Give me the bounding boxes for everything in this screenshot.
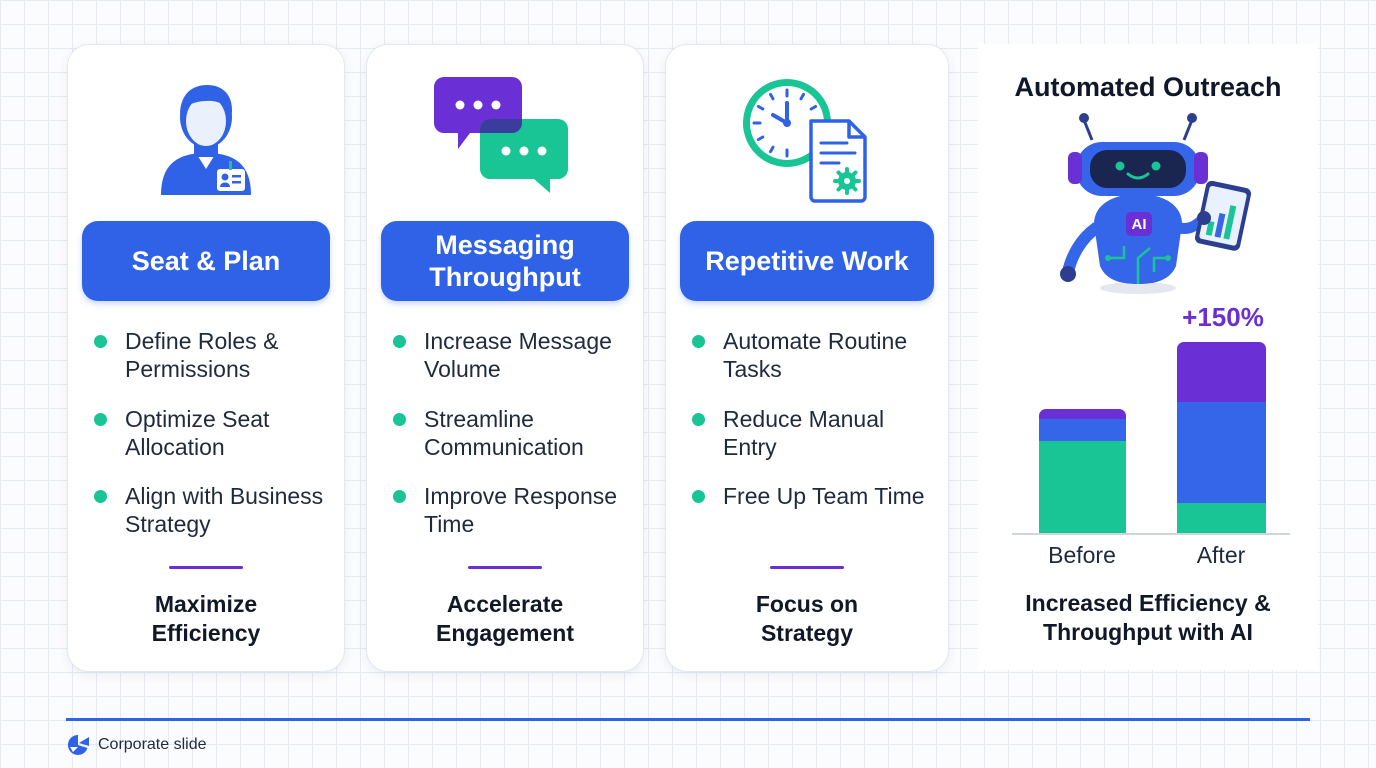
bullet-dot xyxy=(393,412,406,426)
bullet-text: Optimize Seat Allocation xyxy=(125,405,270,460)
bullet-text: Align with Business Strategy xyxy=(125,483,324,537)
list-item: Define Roles & Permissions xyxy=(94,327,334,405)
bullet-dot xyxy=(692,335,705,348)
user-badge-icon xyxy=(68,73,344,203)
bullet-list: Increase Message Volume Streamline Commu… xyxy=(393,327,633,560)
chart-baseline xyxy=(1012,533,1290,535)
bullet-list: Define Roles & Permissions Optimize Seat… xyxy=(94,327,334,560)
card-title: Repetitive Work xyxy=(680,221,934,301)
card-seat-plan: Seat & Plan Define Roles & Permissions O… xyxy=(67,44,345,672)
list-item: Optimize Seat Allocation xyxy=(94,405,334,483)
card-footer: Accelerate Engagement xyxy=(435,591,575,646)
ai-robot-icon: AI xyxy=(1038,108,1258,303)
bullet-text: Reduce Manual Entry xyxy=(723,405,885,460)
bullet-text: Define Roles & Permissions xyxy=(125,328,279,382)
robot-badge-label: AI xyxy=(1132,216,1147,233)
panel-title: Automated Outreach xyxy=(1014,72,1282,102)
card-title: Seat & Plan xyxy=(82,221,330,301)
list-item: Free Up Team Time xyxy=(692,482,938,560)
chat-bubbles-icon xyxy=(367,73,643,203)
bullet-dot xyxy=(94,412,107,426)
bullet-dot xyxy=(393,335,406,348)
growth-annotation: +150% xyxy=(1182,302,1264,332)
bullet-text: Improve Response Time xyxy=(424,483,618,537)
card-messaging-throughput: Messaging Throughput Increase Message Vo… xyxy=(366,44,644,672)
divider xyxy=(770,566,844,569)
divider xyxy=(468,566,542,569)
card-repetitive-work: Repetitive Work Automate Routine Tasks R… xyxy=(665,44,949,672)
bar-before xyxy=(1039,409,1126,533)
list-item: Streamline Communication xyxy=(393,405,633,483)
list-item: Increase Message Volume xyxy=(393,327,633,405)
card-title: Messaging Throughput xyxy=(381,221,629,301)
footer-label: Corporate slide xyxy=(98,736,207,753)
bar-segment-purple xyxy=(1177,342,1266,402)
bullet-dot xyxy=(393,490,406,503)
bar-after xyxy=(1177,342,1266,533)
category-label-before: Before xyxy=(1048,542,1116,568)
category-label-after: After xyxy=(1196,542,1246,568)
card-footer: Maximize Efficiency xyxy=(151,591,261,646)
brand: Corporate slide xyxy=(66,734,207,756)
divider xyxy=(169,566,243,569)
bullet-dot xyxy=(94,490,107,503)
clock-document-icon xyxy=(666,73,948,203)
list-item: Align with Business Strategy xyxy=(94,482,334,560)
bullet-text: Automate Routine Tasks xyxy=(723,328,908,382)
bar-segment-blue xyxy=(1039,419,1126,441)
bullet-dot xyxy=(692,490,705,503)
brand-logo-icon xyxy=(67,734,89,755)
bullet-dot xyxy=(94,335,107,348)
bar-segment-green xyxy=(1039,441,1126,533)
bullet-text: Increase Message Volume xyxy=(424,328,612,382)
panel-caption: Increased Efficiency & Throughput with A… xyxy=(1025,590,1271,645)
bullet-text: Free Up Team Time xyxy=(723,483,925,509)
bullet-text: Streamline Communication xyxy=(424,405,584,460)
automated-outreach-panel: Automated Outreach AI xyxy=(978,44,1318,670)
footer-rule xyxy=(66,718,1310,721)
list-item: Automate Routine Tasks xyxy=(692,327,938,405)
bar-segment-green xyxy=(1177,503,1266,533)
bullet-dot xyxy=(692,412,705,426)
bar-segment-blue xyxy=(1177,402,1266,503)
list-item: Improve Response Time xyxy=(393,482,633,560)
card-footer: Focus on Strategy xyxy=(755,591,859,646)
bullet-list: Automate Routine Tasks Reduce Manual Ent… xyxy=(692,327,938,560)
bar-segment-purple xyxy=(1039,409,1126,419)
list-item: Reduce Manual Entry xyxy=(692,405,938,483)
